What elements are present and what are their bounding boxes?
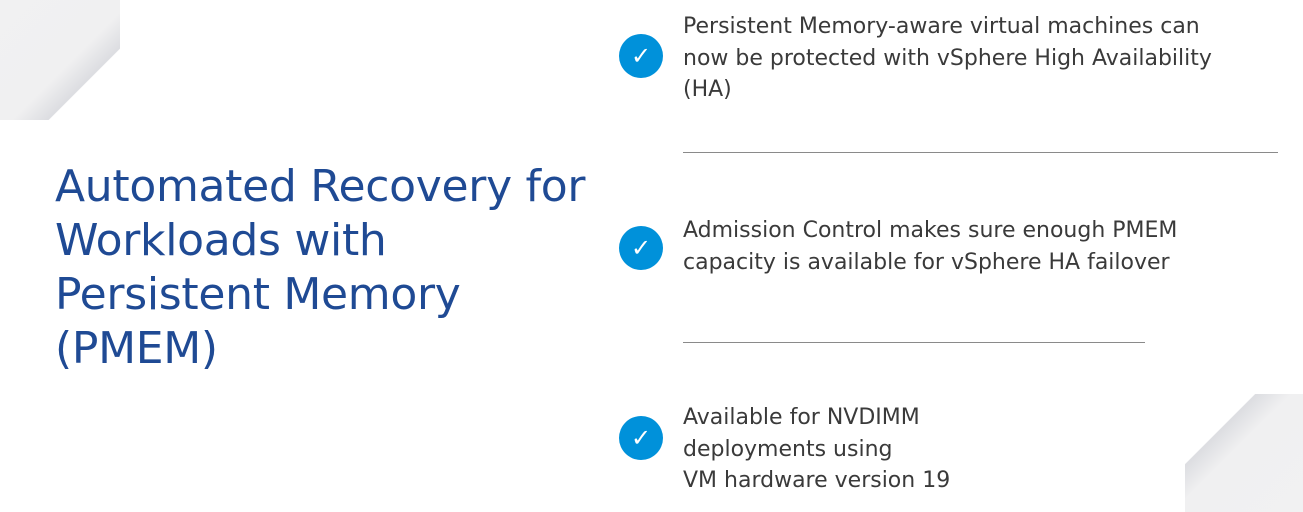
text-line: VM hardware version 19 (683, 468, 951, 493)
text-line: now be protected with vSphere High Avail… (683, 45, 1212, 71)
bullet-text: Persistent Memory-aware virtual machines… (683, 11, 1212, 106)
divider (683, 342, 1145, 343)
slide-title: Automated Recovery for Workloads with Pe… (55, 161, 586, 374)
decorative-corner-bottom-right (1185, 394, 1303, 512)
text-line: Available for NVDIMM (683, 405, 920, 430)
text-line: deployments using (683, 436, 893, 462)
text-line: Admission Control makes sure enough PMEM (683, 218, 1178, 243)
check-circle-icon: ✓ (619, 226, 663, 270)
decorative-corner-top-left (0, 0, 120, 120)
text-line: capacity is available for vSphere HA fai… (683, 249, 1170, 275)
text-line: (HA) (683, 77, 732, 102)
bullet-item-admission-control: ✓ Admission Control makes sure enough PM… (619, 218, 1177, 278)
bullet-item-ha: ✓ Persistent Memory-aware virtual machin… (619, 14, 1212, 106)
bullet-text: Admission Control makes sure enough PMEM… (683, 215, 1177, 278)
divider (683, 152, 1278, 153)
bullet-text: Available for NVDIMM deployments using V… (683, 402, 950, 497)
text-line: Persistent Memory-aware virtual machines… (683, 14, 1200, 39)
bullet-item-nvdimm: ✓ Available for NVDIMM deployments using… (619, 405, 950, 497)
check-circle-icon: ✓ (619, 416, 663, 460)
check-circle-icon: ✓ (619, 34, 663, 78)
